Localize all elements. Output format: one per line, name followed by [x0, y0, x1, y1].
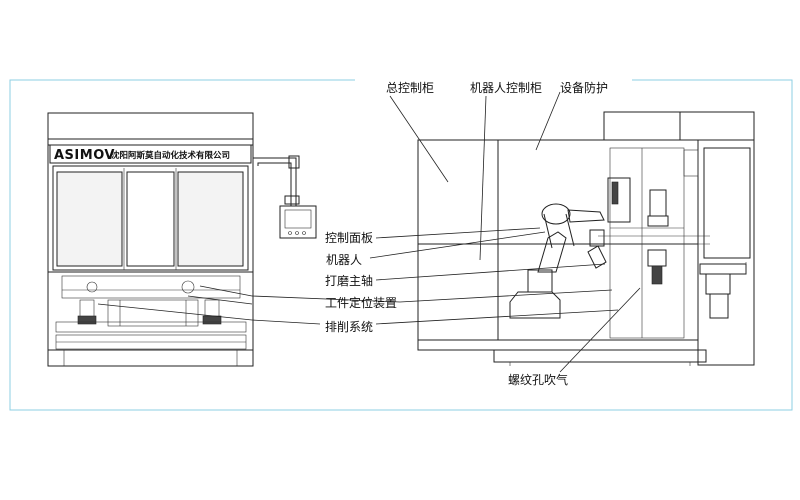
- brand-logo-text: ASIMOV: [54, 148, 115, 163]
- outer-frame: [9, 79, 793, 411]
- left-machine: ASIMOV 沈阳阿斯莫自动化技术有限公司: [47, 112, 254, 367]
- labels: 总控制柜 机器人控制柜 设备防护 控制面板 机器人 打磨主轴 工件定位装置 排削…: [325, 80, 608, 387]
- label-grinding-spindle: 打磨主轴: [325, 273, 373, 288]
- label-control-panel: 控制面板: [325, 231, 373, 245]
- label-fixture: 工件定位装置: [325, 295, 397, 310]
- company-name: 沈阳阿斯莫自动化技术有限公司: [111, 150, 230, 161]
- label-control-cabinet: 总控制柜: [386, 81, 434, 95]
- label-guard: 设备防护: [560, 80, 608, 95]
- label-thread-blow: 螺纹孔吹气: [508, 372, 568, 387]
- label-robot-cabinet: 机器人控制柜: [470, 81, 542, 95]
- control-panel-drawing: [252, 155, 317, 239]
- label-chip-system: 排削系统: [325, 320, 373, 334]
- leader-lines: [97, 91, 641, 373]
- right-machine: [417, 111, 755, 366]
- label-robot: 机器人: [326, 253, 362, 267]
